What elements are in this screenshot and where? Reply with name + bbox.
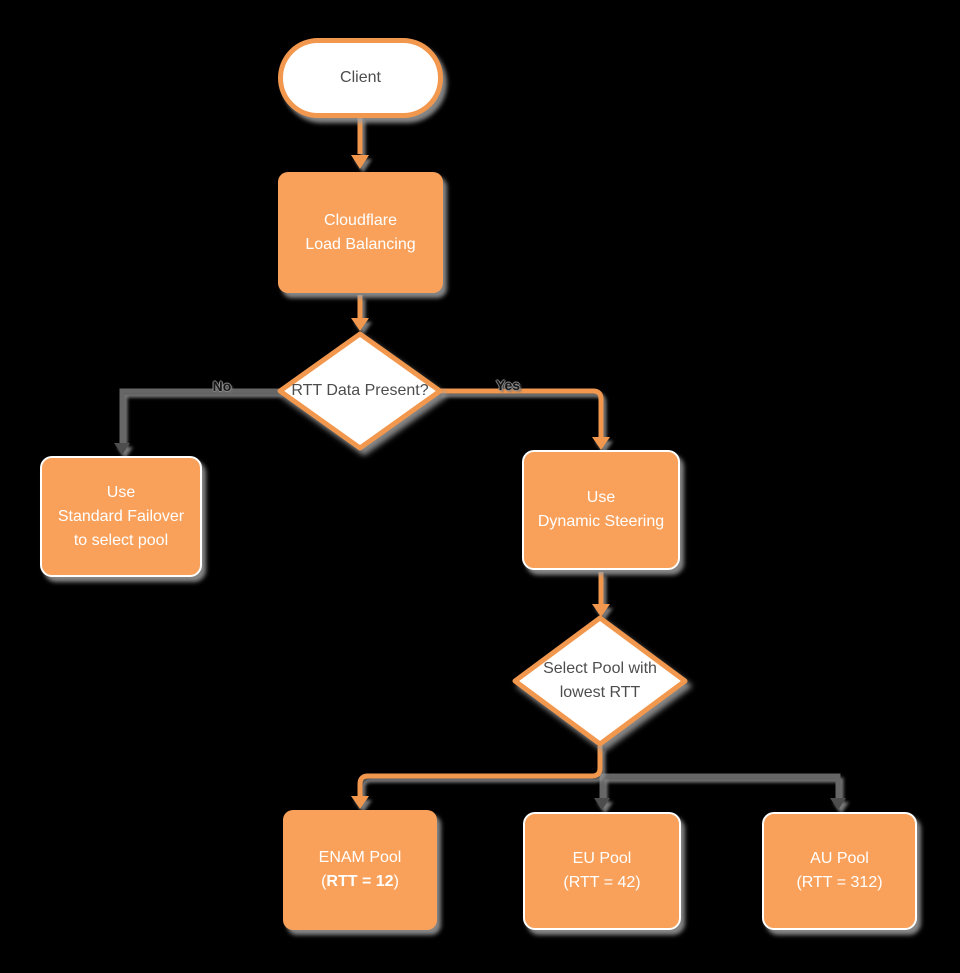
standard-failover-node: Use Standard Failover to select pool [40,456,202,577]
arrow-down-icon [351,318,369,331]
edge-select-pool-to-au-pool [602,773,846,810]
arrow-down-icon [351,155,369,169]
arrow-down-icon [830,798,846,810]
edge-no-to-standard-failover [114,388,281,455]
arrow-down-icon [592,604,610,617]
arrow-down-icon [351,796,369,809]
client-node: Client [278,38,443,118]
select-pool-diamond [512,615,688,747]
au-pool-node: AU Pool (RTT = 312) [762,812,917,930]
edge-client-to-load-balancer [351,116,369,169]
edge-label-no: No [212,378,232,394]
enam-pool-node: ENAM Pool (RTT = 12) [283,810,437,930]
edge-select-pool-to-enam-pool [351,746,603,809]
edge-dynamic-steering-to-select-pool [592,572,610,617]
edge-select-pool-to-eu-pool [594,774,610,810]
au-pool-label: AU Pool (RTT = 312) [796,850,883,891]
eu-pool-node: EU Pool (RTT = 42) [523,812,681,930]
load-balancing-node: Cloudflare Load Balancing [278,172,443,293]
standard-failover-label: Use Standard Failover to select pool [57,483,185,549]
dynamic-steering-label: Use Dynamic Steering [537,489,665,530]
rtt-decision-label: RTT Data Present? [291,382,429,399]
edge-load-balancer-to-rtt-decision [351,295,369,331]
arrow-down-icon [592,437,610,450]
enam-pool-rtt: (RTT = 12) [321,873,399,890]
arrow-down-icon [594,798,610,810]
eu-pool-label: EU Pool (RTT = 42) [563,850,641,891]
enam-pool-title: ENAM Pool [318,849,402,866]
edge-yes-to-dynamic-steering [438,388,610,450]
edge-label-yes: Yes [495,377,521,393]
client-label: Client [340,69,381,86]
select-pool-label: Select Pool with lowest RTT [543,660,657,701]
load-balancing-label: Cloudflare Load Balancing [305,211,416,253]
dynamic-steering-node: Use Dynamic Steering [522,450,680,570]
rtt-decision-diamond [277,331,443,451]
arrow-down-icon [114,443,130,455]
